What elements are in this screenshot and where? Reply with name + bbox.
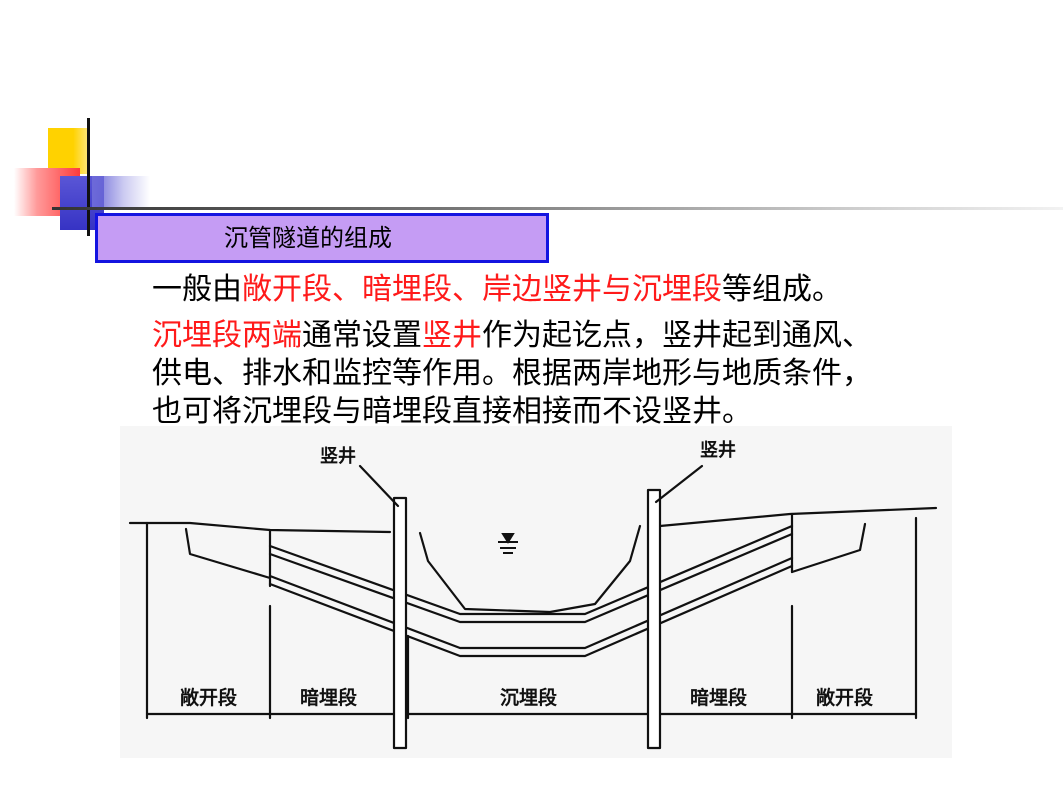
diagram-background [120,426,952,758]
body-line-1: 一般由敞开段、暗埋段、岸边竖井与沉埋段等组成。 [152,272,842,308]
shaft-left [392,496,408,750]
ground-line-right [658,506,938,528]
line1-highlight: 敞开段、暗埋段、岸边竖井与沉埋段 [242,272,722,307]
decor-vertical-line [87,118,90,236]
open-cut-slope-left [184,527,272,580]
body-line-3: 供电、排水和监控等作用。根据两岸地形与地质条件， [152,356,872,391]
water-level-symbol [498,533,518,554]
section-title-text: 沉管隧道的组成 [224,224,392,252]
section-title: 沉管隧道的组成 [95,213,549,263]
line2-highlight-2: 竖井 [422,318,482,353]
shaft-right-leader [654,464,704,504]
water-channel [418,524,642,614]
label-cut-right: 暗埋段 [690,686,748,709]
label-cut-left: 暗埋段 [300,686,358,709]
label-shaft-left: 竖井 [320,445,356,467]
body-line-2: 沉埋段两端通常设置竖井作为起讫点，竖井起到通风、 [152,318,872,354]
open-cut-slope-right [790,522,867,574]
line2-post: 作为起讫点，竖井起到通风、 [482,318,872,353]
decor-blue-fade [92,176,150,210]
shaft-left-leader [358,464,400,508]
label-open-right: 敞开段 [816,686,874,709]
tunnel-top-inner [268,532,794,624]
label-immersed: 沉埋段 [500,686,558,709]
decor-horizontal-line [52,207,1063,210]
line2-mid: 通常设置 [302,318,422,353]
decor-yellow-square [48,128,90,174]
line2-highlight-1: 沉埋段两端 [152,318,302,353]
line1-pre: 一般由 [152,272,242,307]
tunnel-cross-section-diagram: 竖井 竖井 敞开段 暗埋段 沉埋段 暗埋段 敞开段 [120,426,952,758]
tunnel-bottom [268,556,794,650]
label-open-left: 敞开段 [180,686,238,709]
label-shaft-right: 竖井 [700,439,736,461]
ground-line [128,521,392,534]
body-line-4: 也可将沉埋段与暗埋段直接相接而不设竖井。 [152,394,752,429]
tunnel-bottom-inner [268,564,794,658]
tunnel-top [268,524,794,616]
shaft-right [646,488,662,750]
line1-post: 等组成。 [722,272,842,307]
